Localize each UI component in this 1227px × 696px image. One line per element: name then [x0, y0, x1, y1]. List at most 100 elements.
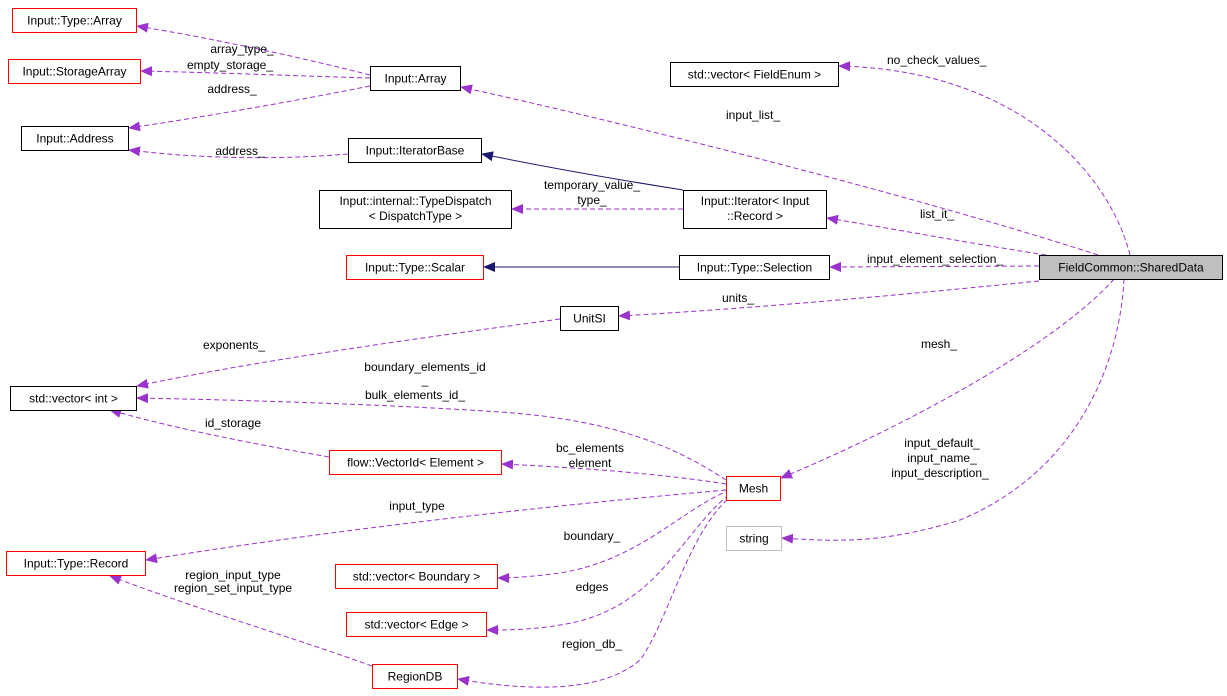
node-label: RegionDB	[388, 670, 443, 684]
node-iterator-record[interactable]: Input::Iterator< Input::Record >	[683, 190, 827, 229]
inheritance-edge	[481, 151, 684, 191]
node-box[interactable]	[319, 190, 512, 229]
node-vector-edge[interactable]: std::vector< Edge >	[346, 612, 487, 637]
node-vector-boundary[interactable]: std::vector< Boundary >	[335, 564, 498, 589]
node-box[interactable]	[329, 450, 502, 475]
edge-mesh-to-type_record: input_type	[145, 489, 727, 564]
edge-label: input_name_	[907, 451, 977, 465]
edge-label: region_db_	[562, 637, 622, 651]
usage-edge	[136, 22, 371, 76]
edge-mesh-to-vector_int: boundary_elements_id_bulk_elements_id_	[136, 360, 727, 481]
edge-label: type_	[577, 193, 607, 207]
edge-label: _	[421, 373, 429, 387]
edge-label: input_element_selection_	[867, 252, 1003, 266]
edge-label: input_description_	[891, 466, 989, 480]
edge-label: units_	[722, 291, 754, 305]
usage-edge	[780, 278, 1115, 479]
edge-label: address_	[207, 82, 257, 96]
node-label: Input::Type::Scalar	[365, 261, 465, 275]
node-vector-fieldenum[interactable]: std::vector< FieldEnum >	[670, 62, 839, 87]
usage-edge	[460, 84, 1099, 256]
node-type-scalar[interactable]: Input::Type::Scalar	[346, 255, 484, 280]
node-box[interactable]	[683, 190, 827, 229]
edge-iterator_record-to-iterator_base	[481, 151, 684, 191]
node-type-array[interactable]: Input::Type::Array	[12, 8, 137, 33]
node-unitsi[interactable]: UnitSI	[560, 306, 619, 331]
usage-edge	[838, 61, 1131, 256]
node-box[interactable]	[346, 612, 487, 637]
node-iterator-base[interactable]: Input::IteratorBase	[348, 138, 482, 163]
edges-layer: array_type_empty_storage_address_address…	[109, 22, 1131, 688]
node-shared-data[interactable]: FieldCommon::SharedData	[1039, 255, 1223, 280]
node-input-array[interactable]: Input::Array	[370, 66, 461, 91]
node-box[interactable]	[372, 664, 458, 689]
node-mesh[interactable]: Mesh	[726, 476, 781, 501]
edge-vectorid_element-to-vector_int: id_storage	[109, 408, 330, 458]
node-label: Input::internal::TypeDispatch	[339, 194, 491, 208]
edge-input_array-to-input_address: address_	[128, 82, 371, 132]
node-box[interactable]	[370, 66, 461, 91]
edge-iterator_base-to-input_address: address_	[128, 144, 349, 159]
edge-mesh-to-vector_edge: edges	[486, 489, 736, 635]
usage-edge	[501, 459, 727, 485]
nodes-layer: FieldCommon::SharedData Input::Type::Arra…	[6, 8, 1223, 689]
edge-input_array-to-storage_array: empty_storage_	[140, 58, 371, 79]
node-box[interactable]	[348, 138, 482, 163]
edge-shared_data-to-mesh: mesh_	[780, 278, 1115, 479]
node-input-address[interactable]: Input::Address	[21, 126, 129, 151]
usage-edge	[457, 489, 741, 688]
node-type-record[interactable]: Input::Type::Record	[6, 551, 146, 576]
edge-label: input_list_	[726, 108, 780, 122]
edge-label: region_input_type	[185, 568, 281, 582]
edge-label: list_it_	[920, 207, 954, 221]
node-label: Input::Type::Array	[27, 14, 122, 28]
node-box[interactable]	[10, 386, 137, 411]
edge-label: input_default_	[904, 436, 980, 450]
edge-label: no_check_values_	[887, 53, 987, 67]
edge-mesh-to-regiondb: region_db_	[457, 489, 741, 688]
node-regiondb[interactable]: RegionDB	[372, 664, 458, 689]
node-label: Input::Type::Record	[24, 557, 129, 571]
usage-edge	[781, 278, 1125, 544]
node-vector-int[interactable]: std::vector< int >	[10, 386, 137, 411]
node-label: std::vector< FieldEnum >	[688, 68, 821, 82]
node-box[interactable]	[12, 8, 137, 33]
node-box[interactable]	[346, 255, 484, 280]
node-box[interactable]	[679, 255, 830, 280]
node-label: std::vector< int >	[29, 392, 118, 406]
edge-mesh-to-vector_boundary: boundary_	[497, 489, 731, 583]
node-box[interactable]	[726, 526, 782, 551]
edge-label: boundary_	[564, 529, 621, 543]
edge-label: mesh_	[921, 337, 957, 351]
node-label: Mesh	[739, 482, 768, 496]
node-label: std::vector< Boundary >	[353, 570, 480, 584]
node-box[interactable]	[670, 62, 839, 87]
node-box[interactable]	[21, 126, 129, 151]
edge-label: edges	[576, 580, 609, 594]
edge-label: array_type_	[210, 42, 274, 56]
edge-shared_data-to-vector_fieldenum: no_check_values_	[838, 53, 1131, 256]
edge-label: region_set_input_type	[174, 581, 292, 595]
node-type-selection[interactable]: Input::Type::Selection	[679, 255, 830, 280]
edge-label: address_	[215, 144, 265, 158]
node-type-dispatch[interactable]: Input::internal::TypeDispatch< DispatchT…	[319, 190, 512, 229]
usage-edge	[497, 489, 731, 583]
edge-label: input_type	[389, 499, 445, 513]
edge-shared_data-to-input_array: input_list_	[460, 84, 1099, 256]
node-label: Input::IteratorBase	[366, 144, 465, 158]
usage-edge	[128, 85, 371, 132]
node-storage-array[interactable]: Input::StorageArray	[8, 59, 141, 84]
node-string[interactable]: string	[726, 526, 782, 551]
node-box[interactable]	[6, 551, 146, 576]
node-label: FieldCommon::SharedData	[1058, 261, 1204, 275]
node-box[interactable]	[560, 306, 619, 331]
usage-edge	[136, 318, 561, 389]
node-box[interactable]	[1039, 255, 1223, 280]
node-label: Input::Iterator< Input	[701, 194, 810, 208]
node-box[interactable]	[8, 59, 141, 84]
node-vectorid-element[interactable]: flow::VectorId< Element >	[329, 450, 502, 475]
node-box[interactable]	[726, 476, 781, 501]
node-box[interactable]	[335, 564, 498, 589]
